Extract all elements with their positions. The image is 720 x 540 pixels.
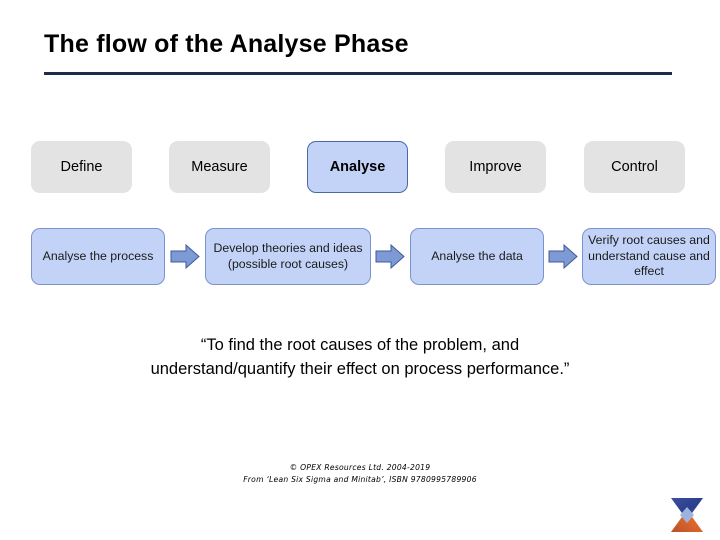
phase-box-measure[interactable]: Measure (169, 141, 270, 193)
right-arrow-icon (375, 244, 405, 269)
title-underline-rule (44, 72, 672, 75)
flow-step-label-3: Analyse the data (431, 248, 523, 263)
page-title: The flow of the Analyse Phase (44, 30, 409, 58)
analyse-flow-row: Analyse the process Develop theories and… (31, 228, 716, 285)
flow-step-develop-theories[interactable]: Develop theories and ideas (possible roo… (205, 228, 371, 285)
flow-step-label-2: Develop theories and ideas (possible roo… (213, 240, 363, 271)
footer-copyright: © OPEX Resources Ltd. 2004-2019 (289, 463, 431, 472)
phase-box-define[interactable]: Define (31, 141, 132, 193)
phase-label-improve: Improve (469, 159, 522, 175)
flow-step-label-4: Verify root causes and understand cause … (588, 232, 710, 279)
phase-label-define: Define (60, 159, 103, 175)
phase-box-improve[interactable]: Improve (445, 141, 546, 193)
flow-step-verify-root-causes[interactable]: Verify root causes and understand cause … (582, 228, 716, 285)
dmaic-phase-row: Define Measure Analyse Improve Control (31, 141, 685, 193)
right-arrow-icon (170, 244, 200, 269)
opex-hourglass-logo-icon (666, 494, 708, 536)
flow-step-analyse-the-process[interactable]: Analyse the process (31, 228, 165, 285)
analyse-phase-quote: “To find the root causes of the problem,… (60, 334, 660, 382)
phase-label-analyse: Analyse (329, 159, 386, 175)
quote-line-1: “To find the root causes of the problem,… (200, 336, 520, 354)
flow-step-label-1: Analyse the process (42, 248, 154, 263)
quote-line-2: understand/quantify their effect on proc… (150, 359, 570, 378)
phase-box-analyse[interactable]: Analyse (307, 141, 408, 193)
phase-label-measure: Measure (191, 159, 248, 175)
phase-box-control[interactable]: Control (584, 141, 685, 193)
right-arrow-icon (548, 244, 578, 269)
flow-step-analyse-the-data[interactable]: Analyse the data (410, 228, 544, 285)
footer-source: From ‘Lean Six Sigma and Minitab’, ISBN … (243, 474, 477, 484)
phase-label-control: Control (611, 159, 658, 175)
footer-credits: © OPEX Resources Ltd. 2004-2019 From ‘Le… (0, 462, 720, 486)
